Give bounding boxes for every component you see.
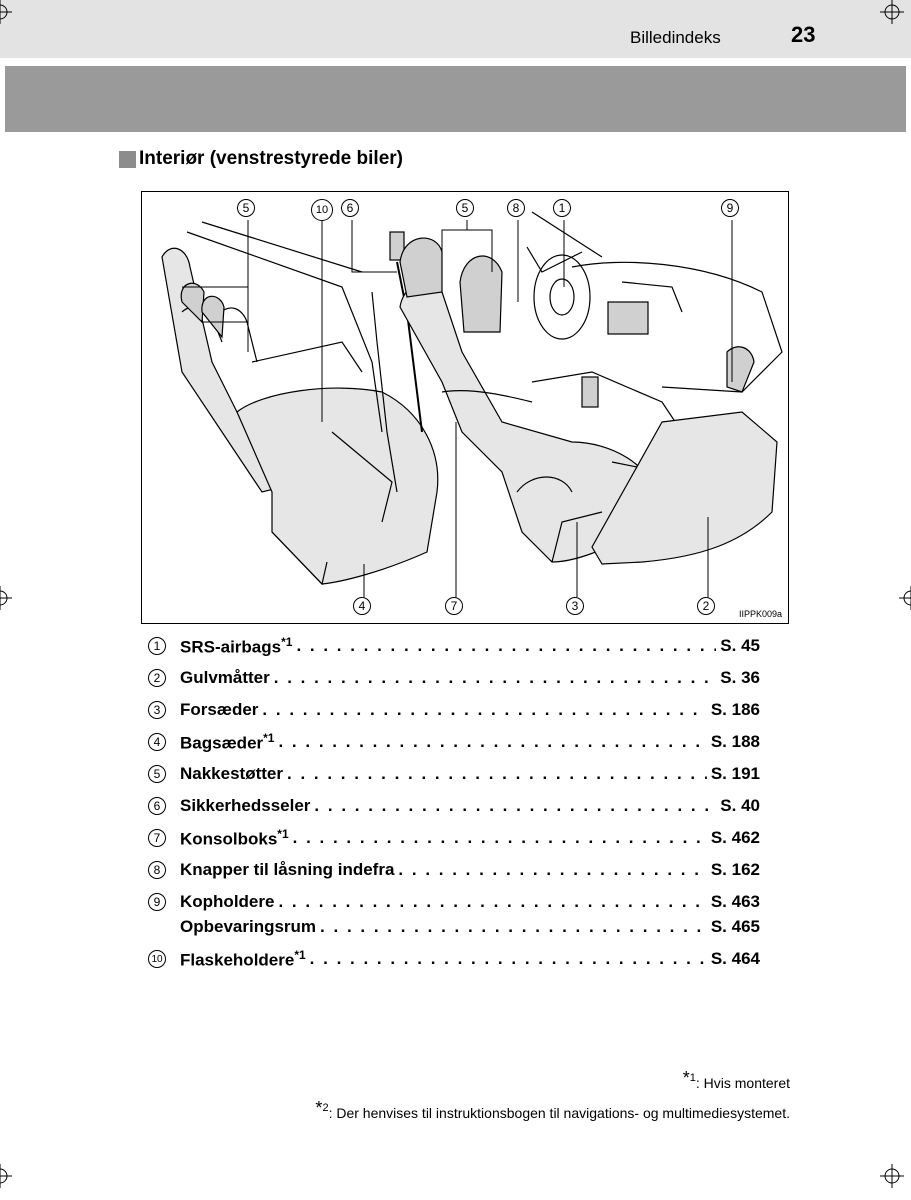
header-title: Billedindeks	[630, 28, 721, 47]
item-footnote-ref: *1	[281, 634, 293, 649]
footnote-mark: *	[315, 1098, 323, 1118]
list-item: 9 Kopholdere . . . . . . . . . . . . . .…	[148, 890, 760, 914]
list-item: 5 Nakkestøtter . . . . . . . . . . . . .…	[148, 762, 760, 786]
item-footnote-ref: *1	[277, 826, 289, 841]
list-item: Opbevaringsrum . . . . . . . . . . . . .…	[148, 915, 760, 939]
list-item: 7 Konsolboks*1 . . . . . . . . . . . . .…	[148, 826, 760, 850]
leader-dots: . . . . . . . . . . . . . . . . . . . . …	[314, 796, 716, 815]
car-interior-linework	[161, 211, 783, 586]
callout-1: 1	[553, 199, 571, 217]
callout-5-left: 5	[237, 199, 255, 217]
list-item: 1 SRS-airbags*1 . . . . . . . . . . . . …	[148, 634, 760, 658]
callout-7: 7	[445, 597, 463, 615]
leader-dots: . . . . . . . . . . . . . . . . . . . . …	[292, 828, 707, 847]
page-reference: S. 188	[710, 732, 760, 751]
callout-8: 8	[507, 199, 525, 217]
footnote-text: : Hvis monteret	[695, 1075, 790, 1091]
item-footnote-ref: *1	[263, 730, 275, 745]
leader-dots: . . . . . . . . . . . . . . . . . . . . …	[287, 764, 707, 783]
page-reference: S. 162	[710, 860, 760, 879]
callout-5-right: 5	[456, 199, 474, 217]
leader-dots: . . . . . . . . . . . . . . . . . . . . …	[309, 949, 707, 968]
item-number: 1	[148, 637, 166, 655]
item-label: SRS-airbags	[180, 637, 282, 657]
callout-9: 9	[721, 199, 739, 217]
item-number: 5	[148, 765, 166, 783]
page-reference: S. 462	[710, 828, 760, 847]
footnote-1: *1: Hvis monteret	[683, 1068, 790, 1091]
item-number: 3	[148, 701, 166, 719]
item-number: 6	[148, 797, 166, 815]
page-reference: S. 36	[720, 668, 760, 687]
registration-mark-icon	[0, 586, 12, 610]
page-reference: S. 186	[710, 700, 760, 719]
list-item: 6 Sikkerhedsseler . . . . . . . . . . . …	[148, 794, 760, 818]
footnote-mark-number: 1	[689, 1072, 696, 1084]
list-item: 10 Flaskeholdere*1 . . . . . . . . . . .…	[148, 947, 760, 971]
item-number: 7	[148, 829, 166, 847]
page-reference: S. 40	[720, 796, 760, 815]
callout-3: 3	[566, 597, 584, 615]
item-label: Bagsæder	[180, 733, 264, 753]
item-label: Opbevaringsrum	[180, 917, 317, 936]
leader-dots: . . . . . . . . . . . . . . . . . . . . …	[278, 732, 706, 751]
item-label: Forsæder	[180, 700, 259, 719]
interior-illustration: 5 10 6 5 8 1 9 4 7 3 2 IIPPK009a	[141, 191, 789, 624]
footnote-text: : Der henvises til instruktionsbogen til…	[328, 1105, 790, 1121]
page-reference: S. 464	[710, 949, 760, 968]
page-reference: S. 463	[710, 892, 760, 911]
page-reference: S. 191	[710, 764, 760, 783]
callout-4: 4	[353, 597, 371, 615]
footnote-mark: *	[682, 1068, 690, 1088]
list-item: 8 Knapper til låsning indefra . . . . . …	[148, 858, 760, 882]
leader-dots: . . . . . . . . . . . . . . . . . . . . …	[262, 700, 706, 719]
list-item: 4 Bagsæder*1 . . . . . . . . . . . . . .…	[148, 730, 760, 754]
item-label: Flaskeholdere	[180, 950, 295, 970]
interior-drawing	[161, 211, 783, 597]
header-bar	[0, 0, 911, 58]
item-label: Sikkerhedsseler	[180, 796, 311, 815]
header-band	[5, 66, 906, 132]
item-number: 4	[148, 733, 166, 751]
item-number: 8	[148, 861, 166, 879]
leader-dots: . . . . . . . . . . . . . . . . . . . . …	[278, 892, 706, 911]
item-number: 2	[148, 669, 166, 687]
leader-dots: . . . . . . . . . . . . . . . . . . . . …	[296, 636, 716, 655]
page-reference: S. 45	[720, 636, 760, 655]
leader-dots: . . . . . . . . . . . . . . . . . . . . …	[273, 668, 717, 687]
section-heading: Interiør (venstrestyrede biler)	[119, 148, 403, 170]
callout-leaders	[182, 220, 733, 597]
item-label: Knapper til låsning indefra	[180, 860, 395, 879]
registration-mark-icon	[880, 1164, 904, 1188]
registration-mark-icon	[0, 0, 12, 24]
section-marker-icon	[119, 150, 136, 168]
section-heading-text: Interiør (venstrestyrede biler)	[139, 148, 403, 169]
callout-6: 6	[341, 199, 359, 217]
item-footnote-ref: *1	[294, 947, 306, 962]
page-reference: S. 465	[710, 917, 760, 936]
registration-mark-icon	[880, 0, 904, 24]
item-number: 9	[148, 893, 166, 911]
figure-code: IIPPK009a	[738, 609, 782, 619]
footnote-mark-number: 2	[322, 1102, 329, 1114]
callout-10: 10	[311, 199, 333, 221]
item-label: Konsolboks	[180, 829, 278, 849]
leader-dots: . . . . . . . . . . . . . . . . . . . . …	[398, 860, 706, 879]
footnote-2: *2: Der henvises til instruktionsbogen t…	[315, 1098, 790, 1121]
registration-mark-icon	[899, 586, 911, 610]
list-item: 3 Forsæder . . . . . . . . . . . . . . .…	[148, 698, 760, 722]
item-label: Nakkestøtter	[180, 764, 283, 783]
item-number: 10	[148, 950, 166, 968]
page-number: 23	[791, 22, 816, 47]
callout-2: 2	[697, 597, 715, 615]
item-label: Gulvmåtter	[180, 668, 270, 687]
leader-dots: . . . . . . . . . . . . . . . . . . . . …	[320, 917, 707, 936]
item-label: Kopholdere	[180, 892, 275, 911]
list-item: 2 Gulvmåtter . . . . . . . . . . . . . .…	[148, 666, 760, 690]
registration-mark-icon	[0, 1164, 12, 1188]
